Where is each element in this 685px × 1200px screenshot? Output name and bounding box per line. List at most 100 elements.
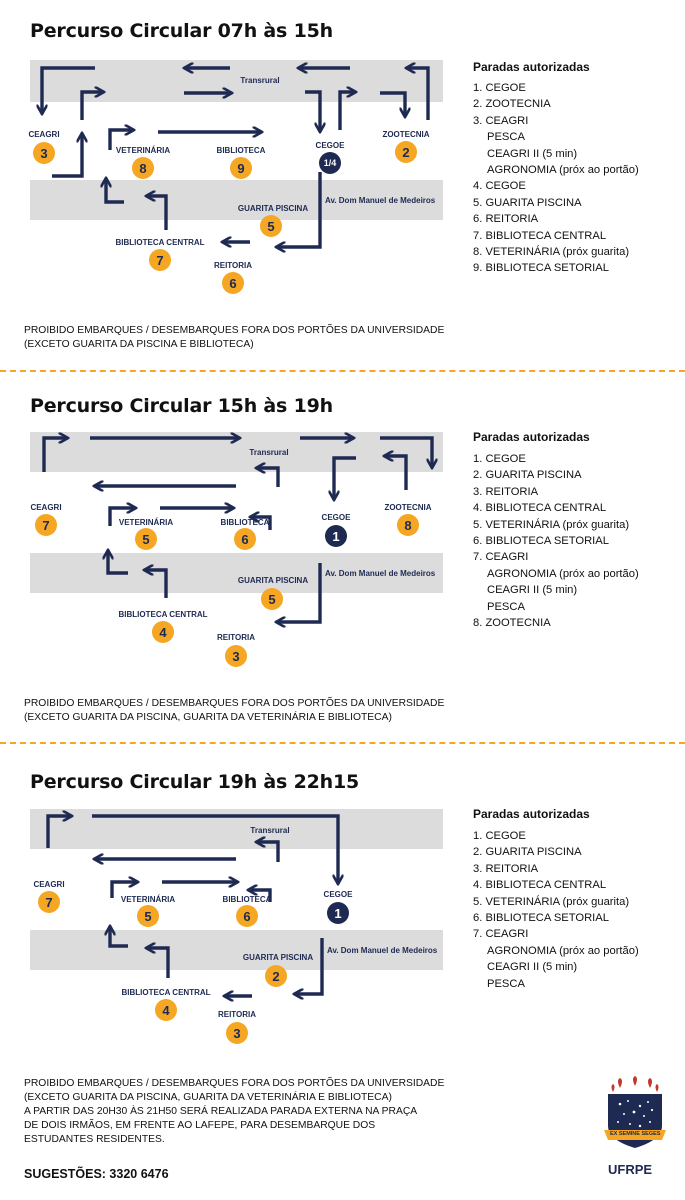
note-line: (EXCETO GUARITA DA PISCINA E BIBLIOTECA) (24, 339, 254, 350)
route-3-note: PROIBIDO EMBARQUES / DESEMBARQUES FORA D… (24, 1077, 444, 1147)
route-1-arrows (0, 0, 430, 300)
stop-reitoria-label: REITORIA (213, 261, 253, 270)
arrow-icon (42, 66, 95, 112)
stop-item: 1. CEGOE (473, 830, 526, 842)
arrow-icon (146, 570, 168, 598)
note-line: (EXCETO GUARITA DA PISCINA, GUARITA DA V… (24, 712, 392, 723)
stop-item: 8. ZOOTECNIA (473, 617, 551, 630)
stop-zootecnia-label: ZOOTECNIA (382, 130, 430, 139)
stop-item: CEAGRI II (5 min) (487, 961, 578, 974)
route-3-stops: 1. CEGOE 2. GUARITA PISCINA 3. REITORIA … (473, 828, 639, 992)
stop-biblioteca-central-label: BIBLIOTECA CENTRAL (118, 610, 208, 619)
arrow-icon (108, 130, 132, 150)
arrow-icon (92, 814, 338, 882)
stop-guarita-label: GUARITA PISCINA (242, 953, 314, 962)
stop-item: 7. CEAGRI (473, 551, 529, 564)
stop-cegoe-label: CEGOE (315, 141, 345, 150)
stop-item: 7. BIBLIOTECA CENTRAL (473, 229, 607, 242)
arrow-icon (110, 928, 128, 948)
stop-item: CEAGRI II (5 min) (487, 147, 578, 160)
note-line: A PARTIR DAS 20H30 ÀS 21H50 SERÁ REALIZA… (24, 1106, 418, 1117)
stop-zootecnia-badge: 2 (395, 141, 417, 163)
arrow-icon (338, 92, 354, 130)
section-separator (0, 370, 685, 372)
note-line: (EXCETO GUARITA DA PISCINA, GUARITA DA V… (24, 1092, 392, 1103)
arrow-icon (278, 563, 322, 622)
stop-reitoria-badge: 3 (225, 645, 247, 667)
stop-biblioteca-badge: 6 (236, 905, 258, 927)
route-2-stops: 1. CEGOE 2. GUARITA PISCINA 3. REITORIA … (473, 451, 639, 631)
stop-item: 2. ZOOTECNIA (473, 98, 551, 111)
stop-ceagri-label: CEAGRI (28, 130, 60, 139)
stop-biblioteca-central-label: BIBLIOTECA CENTRAL (121, 988, 211, 997)
map-avenue-label: Av. Dom Manuel de Medeiros (325, 569, 436, 578)
stop-veterinaria-label: VETERINÁRIA (120, 895, 176, 904)
arrow-icon (108, 552, 128, 575)
stop-item: 9. BIBLIOTECA SETORIAL (473, 262, 609, 275)
arrow-icon (408, 68, 430, 120)
stop-item: 3. CEAGRI (473, 114, 529, 127)
stop-biblioteca-label: BIBLIOTECA (216, 146, 266, 155)
stop-guarita-badge: 5 (260, 215, 282, 237)
route-3-title: Percurso Circular 19h às 22h15 (30, 771, 359, 793)
stop-guarita-label: GUARITA PISCINA (237, 204, 309, 213)
route-2-note: PROIBIDO EMBARQUES / DESEMBARQUES FORA D… (24, 697, 444, 725)
suggestions-phone: SUGESTÕES: 3320 6476 (24, 1167, 169, 1181)
stop-item: 4. CEGOE (473, 180, 526, 193)
map-avenue-label: Av. Dom Manuel de Medeiros (327, 946, 438, 955)
stop-item: PESCA (487, 977, 525, 990)
stop-guarita-badge: 2 (265, 965, 287, 987)
arrow-icon (110, 882, 136, 898)
arrow-icon (258, 468, 280, 487)
stop-ceagri-label: CEAGRI (30, 503, 62, 512)
stop-veterinaria-badge: 8 (132, 157, 154, 179)
note-line: PROIBIDO EMBARQUES / DESEMBARQUES FORA D… (24, 325, 445, 336)
stop-veterinaria-badge: 5 (135, 528, 157, 550)
stop-biblioteca-central-badge: 4 (155, 999, 177, 1021)
arrow-icon (380, 91, 405, 115)
arrow-icon (305, 90, 320, 130)
arrow-icon (380, 436, 432, 466)
ufrpe-motto: EX SEMINE SEGES (610, 1131, 661, 1137)
stop-ceagri-badge: 7 (38, 891, 60, 913)
stop-biblioteca-label: BIBLIOTECA (222, 895, 272, 904)
route-2-arrows (42, 370, 685, 670)
route-3-stops-title: Paradas autorizadas (473, 807, 590, 821)
arrow-icon (52, 135, 82, 178)
route-2-title: Percurso Circular 15h às 19h (30, 395, 333, 417)
stop-item: 4. BIBLIOTECA CENTRAL (473, 879, 607, 892)
stop-item: 7. CEAGRI (473, 928, 529, 941)
stop-item: AGRONOMIA (próx ao portão) (487, 567, 639, 580)
stop-item: AGRONOMIA (próx ao portão) (487, 164, 639, 177)
ufrpe-logo-text: UFRPE (608, 1162, 653, 1177)
stop-reitoria-badge: 6 (222, 272, 244, 294)
arrow-icon (108, 508, 134, 526)
stop-ceagri-badge: 3 (33, 142, 55, 164)
stop-item: 2. GUARITA PISCINA (473, 469, 582, 482)
note-line: DE DOIS IRMÃOS, EM FRENTE AO LAFEPE, PAR… (24, 1120, 376, 1131)
stop-veterinaria-badge: 5 (137, 905, 159, 927)
arrow-icon (296, 938, 324, 994)
stop-item: 5. VETERINÁRIA (próx guarita) (473, 895, 630, 908)
stop-biblioteca-badge: 6 (234, 528, 256, 550)
stop-cegoe-badge: 1 (325, 525, 347, 547)
arrow-icon (80, 92, 102, 120)
stop-zootecnia-badge: 8 (397, 514, 419, 536)
stop-guarita-label: GUARITA PISCINA (237, 576, 309, 585)
map-transrural-label: Transrural (250, 826, 290, 835)
route-1-title: Percurso Circular 07h às 15h (30, 20, 333, 42)
note-line: PROIBIDO EMBARQUES / DESEMBARQUES FORA D… (24, 698, 445, 709)
stop-biblioteca-central-badge: 7 (149, 249, 171, 271)
map-transrural-label: Transrural (240, 76, 280, 85)
road-avenue (30, 553, 443, 593)
stop-item: 2. GUARITA PISCINA (473, 846, 582, 859)
stop-item: 3. REITORIA (473, 862, 539, 875)
route-2-stops-title: Paradas autorizadas (473, 430, 590, 444)
stop-reitoria-label: REITORIA (216, 633, 256, 642)
stop-item: CEAGRI II (5 min) (487, 584, 578, 597)
stop-biblioteca-label: BIBLIOTECA (220, 518, 270, 527)
arrow-icon (148, 196, 168, 230)
road-avenue (30, 930, 443, 970)
map-transrural-label: Transrural (249, 448, 289, 457)
route-1-stops-title: Paradas autorizadas (473, 60, 590, 74)
